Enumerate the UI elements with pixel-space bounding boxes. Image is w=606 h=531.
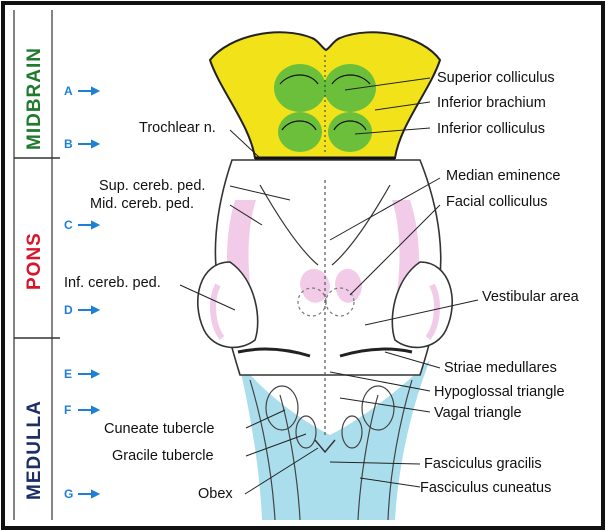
left-superior-colliculus [274, 64, 326, 112]
level-d: D [64, 303, 73, 317]
level-c: C [64, 218, 73, 232]
label-superior-colliculus: Superior colliculus [437, 70, 555, 86]
left-inferior-colliculus [278, 112, 322, 152]
label-vestibular-area: Vestibular area [482, 289, 580, 305]
level-b: B [64, 137, 73, 151]
right-inferior-colliculus [328, 112, 372, 152]
label-cuneate-tubercle: Cuneate tubercle [104, 421, 214, 437]
level-e: E [64, 367, 72, 381]
label-gracile-tubercle: Gracile tubercle [112, 448, 214, 464]
region-midbrain: MIDBRAIN [24, 47, 45, 150]
label-inferior-brachium: Inferior brachium [437, 95, 546, 111]
label-mid-cereb-ped: Mid. cereb. ped. [90, 196, 194, 212]
label-median-eminence: Median eminence [446, 168, 560, 184]
label-fasciculus-gracilis: Fasciculus gracilis [424, 456, 542, 472]
label-inferior-colliculus: Inferior colliculus [437, 121, 545, 137]
label-hypoglossal-triangle: Hypoglossal triangle [434, 384, 565, 400]
level-a: A [64, 84, 73, 98]
label-striae-medullares: Striae medullares [444, 360, 557, 376]
label-inf-cereb-ped: Inf. cereb. ped. [64, 275, 161, 291]
level-f: F [64, 403, 71, 417]
region-medulla: MEDULLA [24, 400, 45, 500]
label-obex: Obex [198, 486, 233, 502]
region-pons: PONS [24, 232, 45, 290]
label-sup-cereb-ped: Sup. cereb. ped. [99, 178, 205, 194]
label-facial-colliculus: Facial colliculus [446, 194, 548, 210]
label-trochlear-n: Trochlear n. [139, 120, 216, 136]
right-superior-colliculus [324, 64, 376, 112]
label-fasciculus-cuneatus: Fasciculus cuneatus [420, 480, 551, 496]
level-g: G [64, 487, 73, 501]
label-vagal-triangle: Vagal triangle [434, 405, 522, 421]
